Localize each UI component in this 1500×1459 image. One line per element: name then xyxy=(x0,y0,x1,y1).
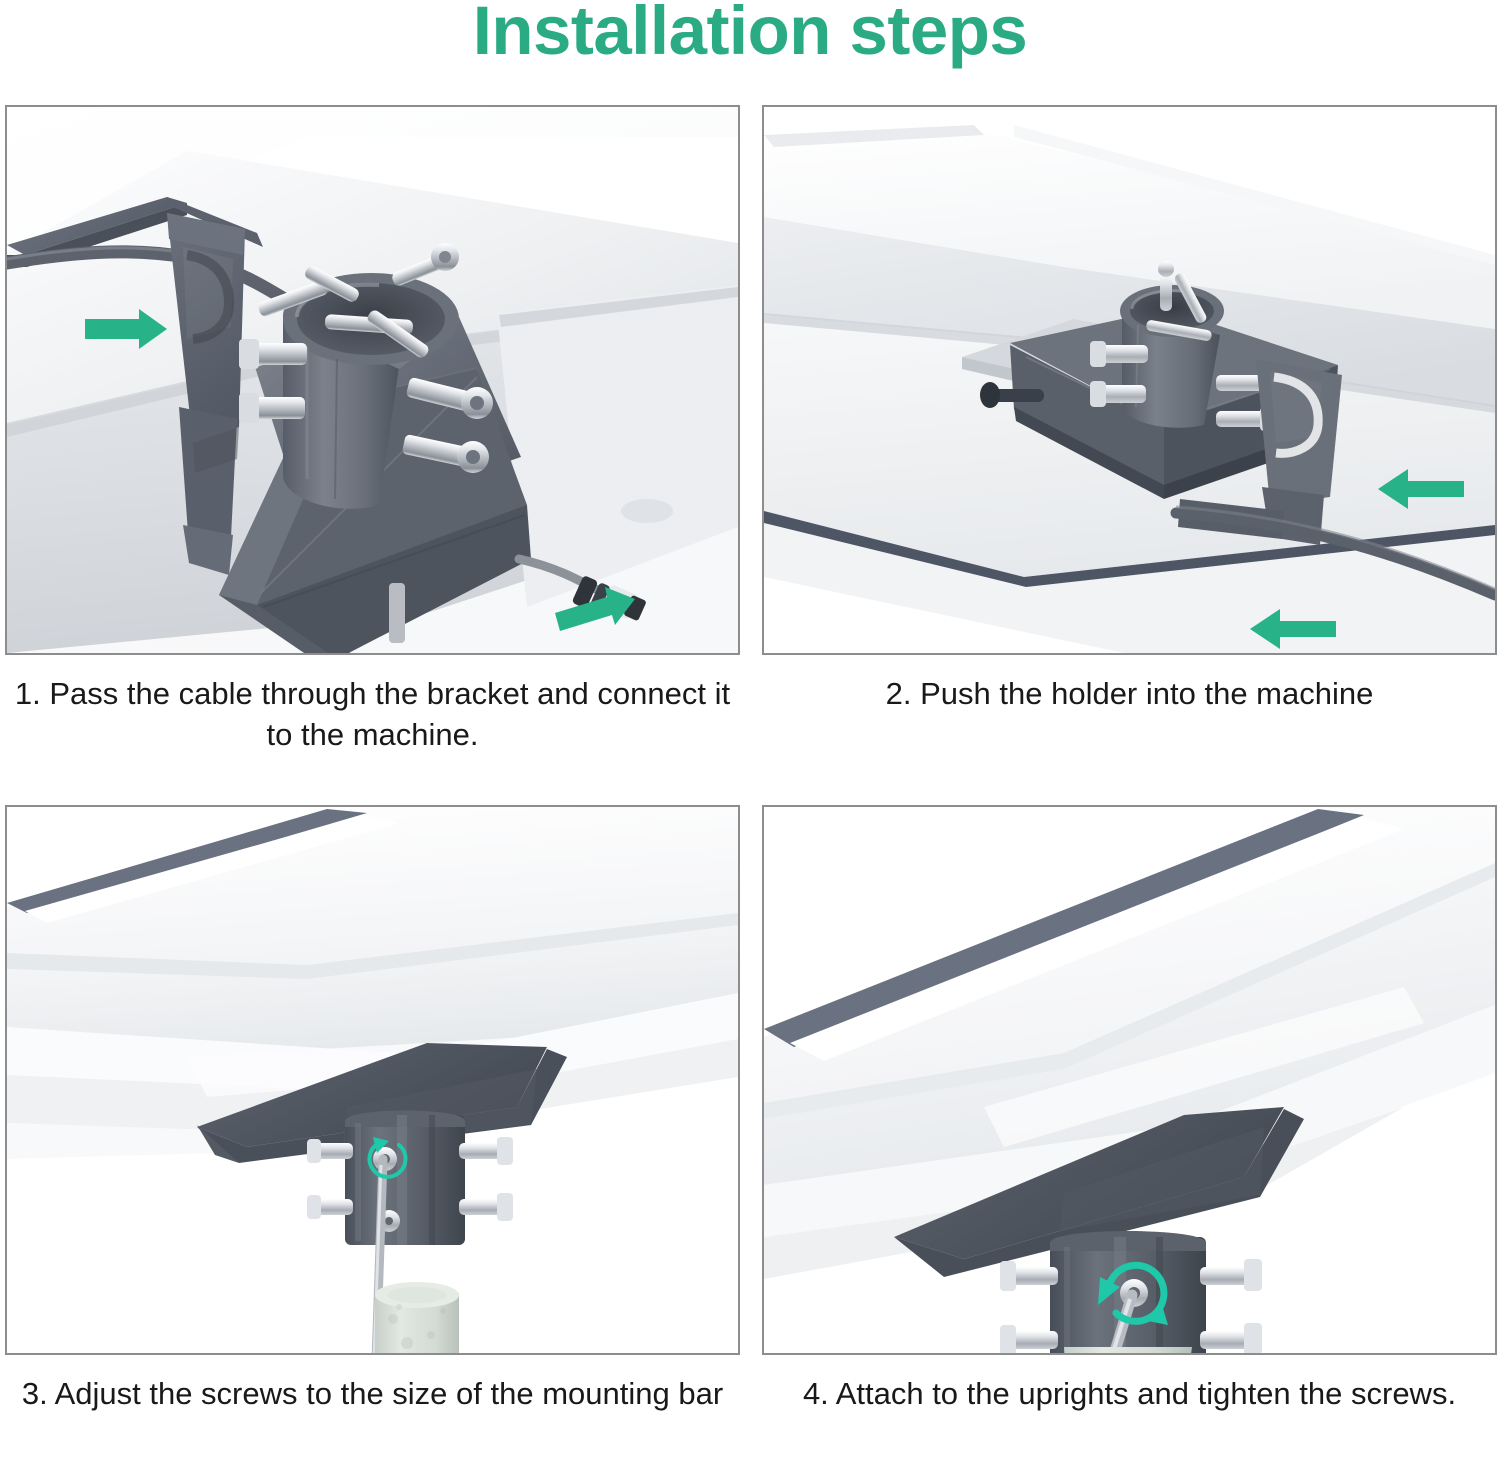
step-card-1: 1. Pass the cable through the bracket an… xyxy=(5,105,740,755)
rotation-arrowhead-left xyxy=(1098,1277,1120,1305)
step-1-illustration xyxy=(7,107,738,653)
collar-screws xyxy=(239,243,493,473)
step-card-4: 4. Attach to the uprights and tighten th… xyxy=(762,805,1497,1414)
step-2-image-panel xyxy=(762,105,1497,655)
step-1-caption: 1. Pass the cable through the bracket an… xyxy=(14,676,731,753)
screw-rotation-arrowhead xyxy=(373,1137,389,1153)
holder-push-render xyxy=(764,107,1495,653)
tighten-rotation-arrow xyxy=(1104,1261,1168,1325)
step-3-image-panel xyxy=(5,805,740,1355)
mount-screws-3 xyxy=(307,1137,513,1221)
cable-direction-arrow-bottom xyxy=(555,587,635,631)
step-3-caption: 3. Adjust the screws to the size of the … xyxy=(21,1376,724,1411)
screw-rotation-arrow xyxy=(367,1141,408,1179)
step-2-caption: 2. Push the holder into the machine xyxy=(885,676,1374,711)
step-4-image-panel xyxy=(762,805,1497,1355)
step-2-illustration xyxy=(764,107,1495,653)
mount-screws-4 xyxy=(1000,1259,1262,1353)
bracket-cable-render xyxy=(7,107,738,653)
tighten-screws-render xyxy=(764,807,1495,1353)
step-4-caption: 4. Attach to the uprights and tighten th… xyxy=(802,1376,1457,1411)
step-1-image-panel xyxy=(5,105,740,655)
page-title: Installation steps xyxy=(472,0,1028,69)
adjust-screws-render xyxy=(7,807,738,1353)
step-card-3: 3. Adjust the screws to the size of the … xyxy=(5,805,740,1414)
step-3-illustration xyxy=(7,807,738,1353)
step-4-illustration xyxy=(764,807,1495,1353)
rotation-arrowhead-right xyxy=(1148,1305,1168,1325)
cable-direction-arrow-top xyxy=(85,309,167,349)
step-card-2: 2. Push the holder into the machine xyxy=(762,105,1497,714)
push-direction-arrow-lower xyxy=(1250,609,1336,649)
push-direction-arrow-upper xyxy=(1378,469,1464,509)
